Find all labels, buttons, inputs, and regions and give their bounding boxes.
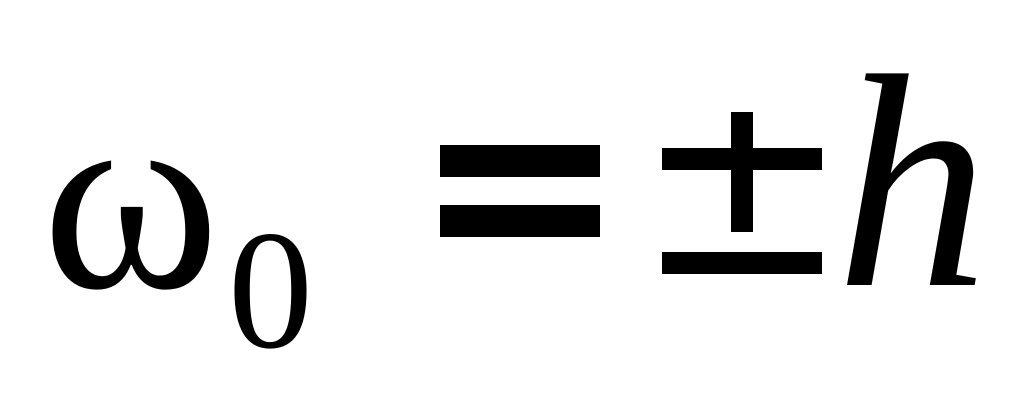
equals-bar-bottom: [440, 205, 600, 237]
plus-minus-sign: [662, 112, 822, 274]
omega-symbol: ω: [42, 47, 220, 346]
equals-bar-top: [440, 145, 600, 177]
h-variable: h: [836, 13, 989, 351]
omega-subscript: 0: [228, 196, 313, 384]
